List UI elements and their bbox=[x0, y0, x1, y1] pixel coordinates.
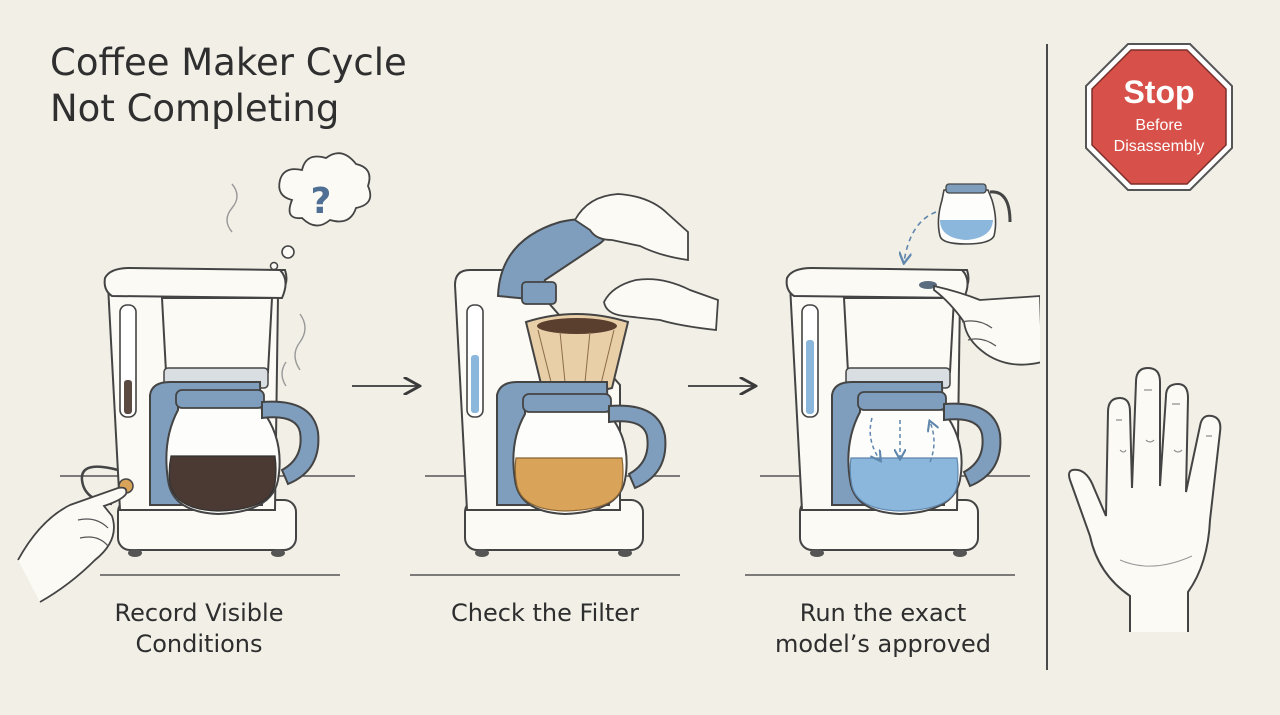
question-thought-bubble-icon: ? bbox=[269, 152, 372, 271]
title-line-1: Coffee Maker Cycle bbox=[50, 41, 407, 84]
step-3-coffee-maker bbox=[745, 183, 1040, 576]
step-1-caption: Record Visible Conditions bbox=[59, 598, 339, 660]
step-2-caption-line-1: Check the Filter bbox=[451, 599, 639, 627]
stop-hand-icon bbox=[1068, 366, 1222, 632]
stop-sign-title: Stop bbox=[1123, 74, 1195, 110]
svg-text:?: ? bbox=[311, 181, 332, 222]
steps-illustration: ? bbox=[17, 152, 1040, 603]
section-divider bbox=[1046, 44, 1048, 670]
step-1-coffee-maker: ? bbox=[17, 152, 372, 603]
stop-sign-subtitle: Before Disassembly bbox=[1084, 115, 1234, 157]
step-2-coffee-maker bbox=[410, 193, 719, 576]
stop-sign-subtitle-line-1: Before bbox=[1135, 117, 1183, 134]
stop-sign-icon bbox=[1085, 43, 1233, 191]
step-3-caption-line-2: model’s approved bbox=[775, 630, 991, 658]
step-1-caption-line-1: Record Visible bbox=[114, 599, 284, 627]
step-3-caption-line-1: Run the exact bbox=[799, 599, 967, 627]
step-1-caption-line-2: Conditions bbox=[135, 630, 263, 658]
stop-sign-subtitle-line-2: Disassembly bbox=[1113, 138, 1205, 155]
title-line-2: Not Completing bbox=[50, 87, 340, 130]
step-3-caption: Run the exact model’s approved bbox=[743, 598, 1023, 660]
page-title: Coffee Maker Cycle Not Completing bbox=[50, 40, 407, 132]
step-2-caption: Check the Filter bbox=[405, 598, 685, 629]
